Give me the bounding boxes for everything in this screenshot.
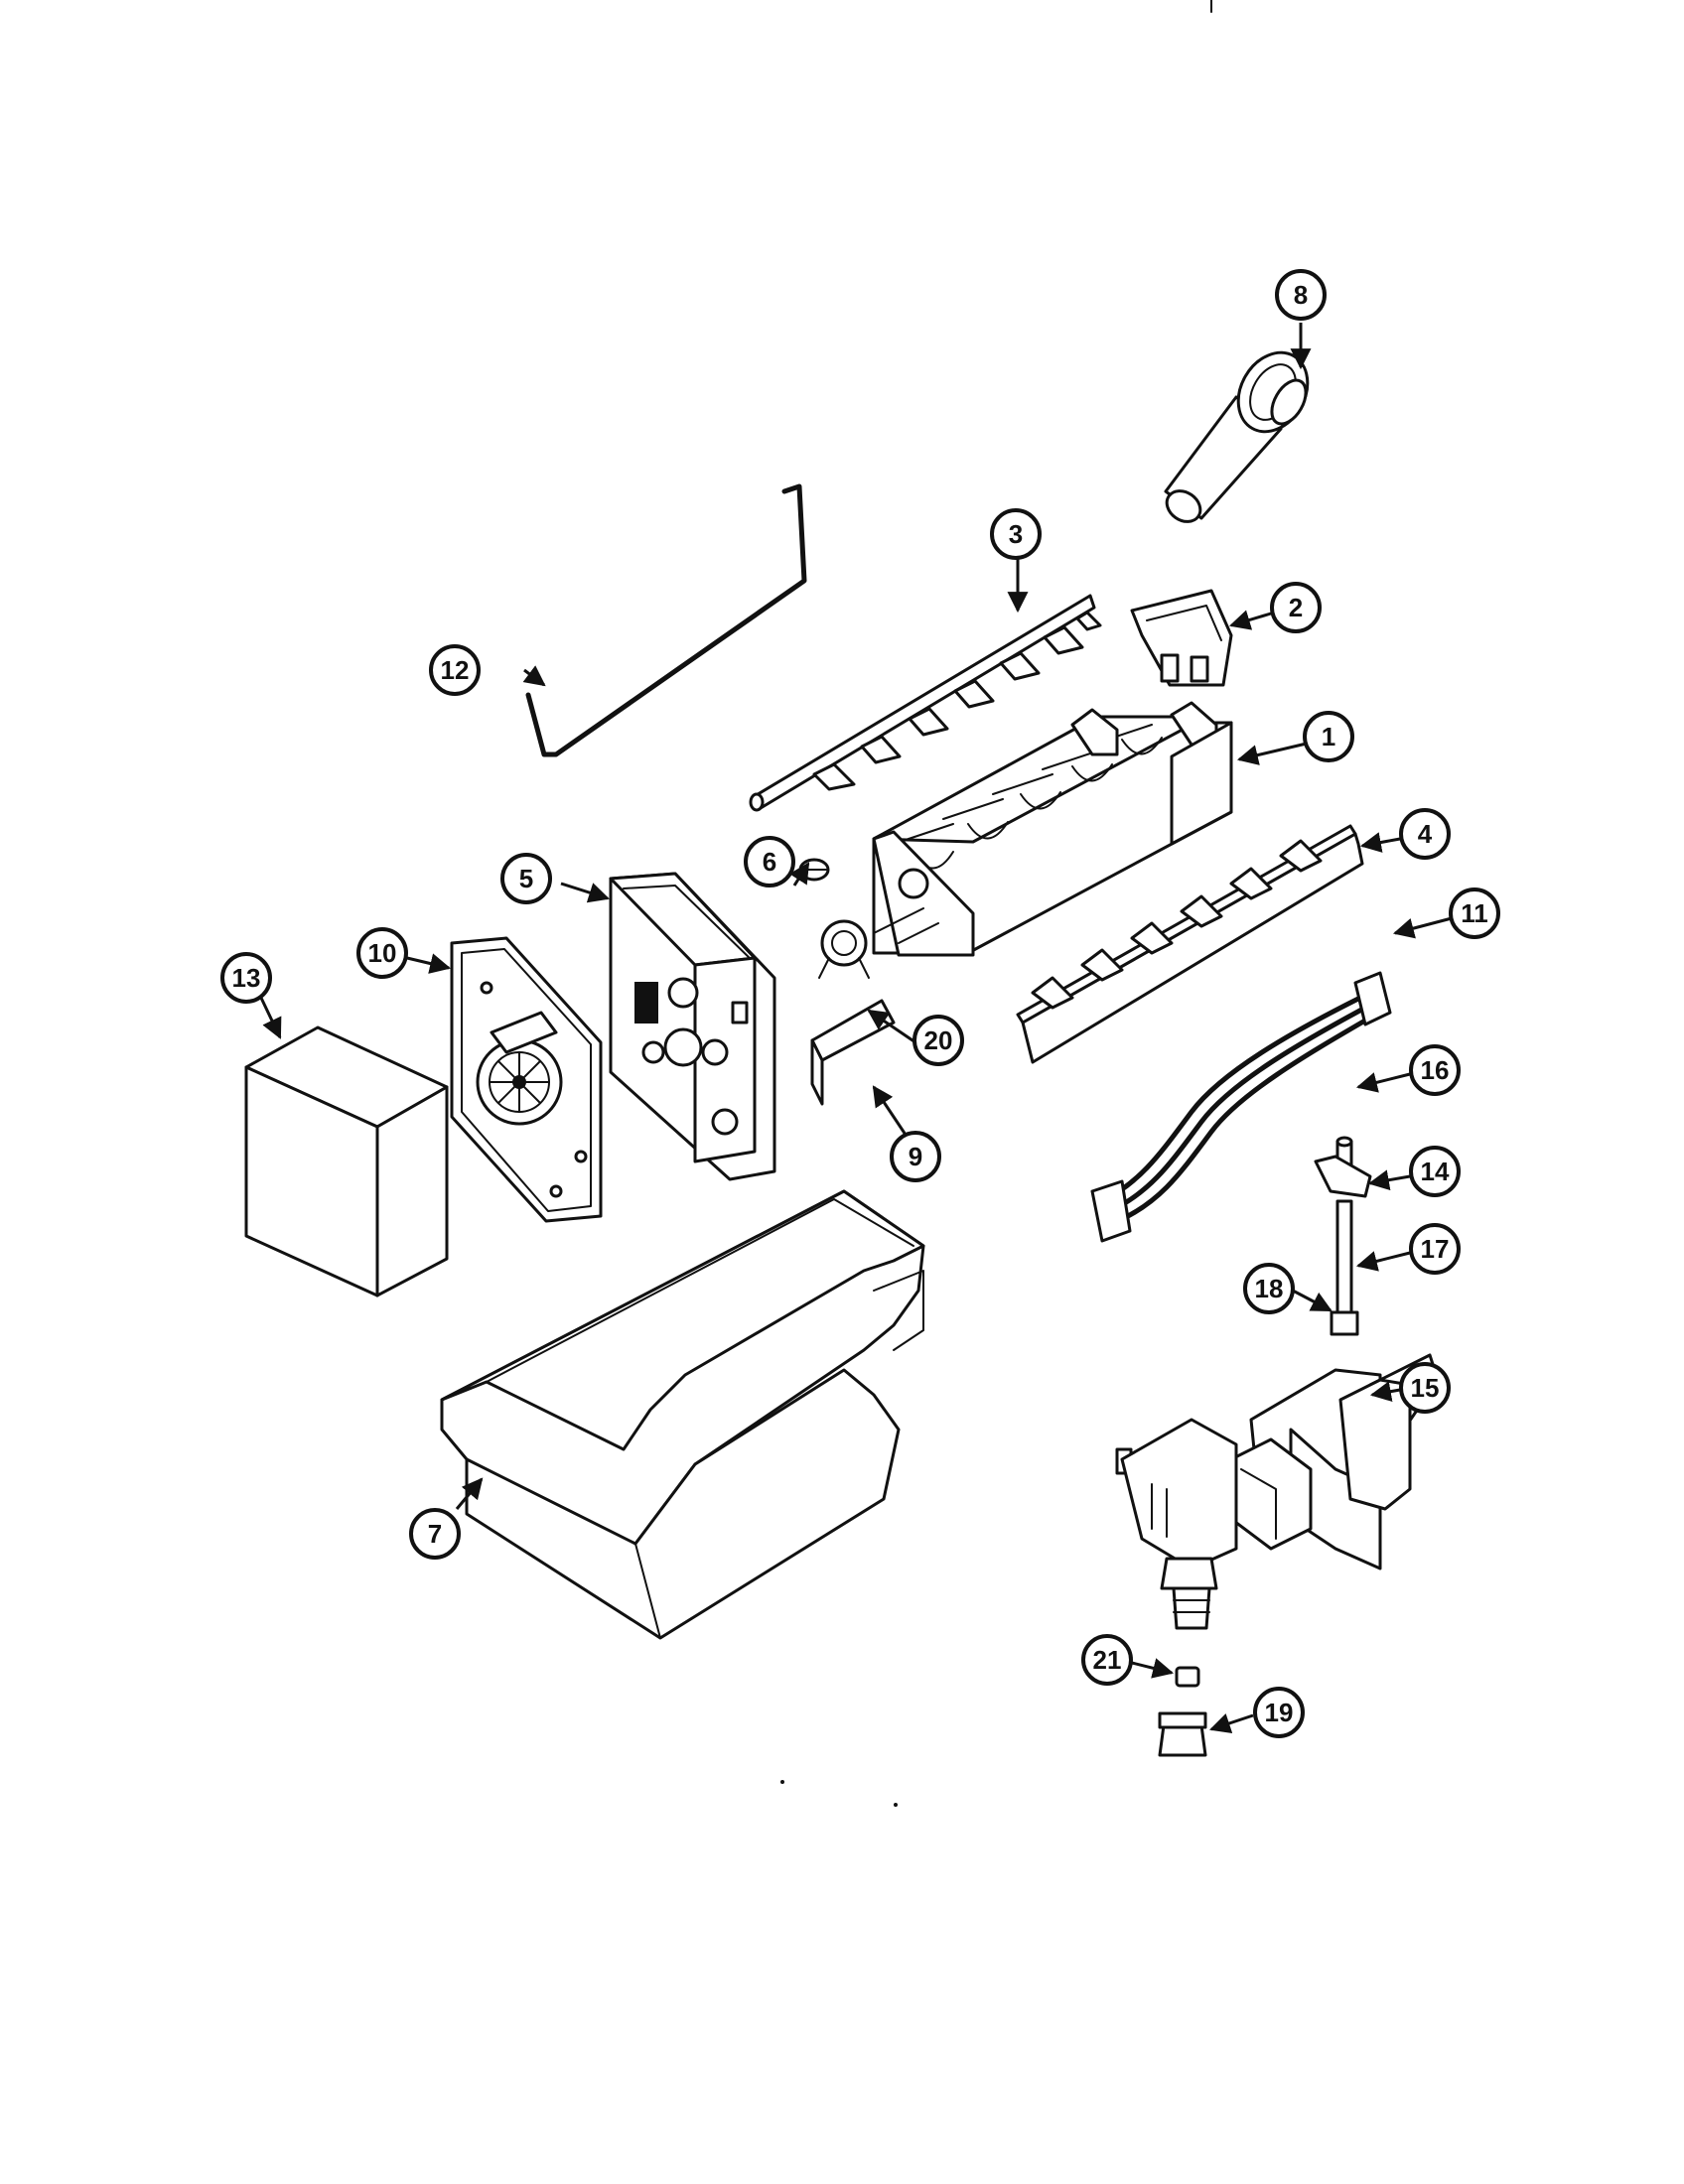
- thermostat-part: [818, 907, 939, 979]
- callout-13: 13: [220, 952, 272, 1004]
- callout-label: 12: [441, 655, 470, 685]
- callout-12: 12: [429, 644, 481, 696]
- callout-label: 15: [1411, 1373, 1440, 1403]
- callout-3: 3: [990, 508, 1042, 560]
- callout-8: 8: [1275, 269, 1327, 321]
- callout-19: 19: [1253, 1687, 1305, 1738]
- callout-label: 18: [1255, 1274, 1284, 1303]
- cover-part: [244, 1025, 449, 1297]
- stripper-part: [1016, 824, 1364, 1064]
- fill-tube-part: [1164, 350, 1310, 523]
- callout-17: 17: [1409, 1223, 1461, 1275]
- water-valve-part: [1115, 1353, 1440, 1630]
- callout-label: 14: [1421, 1157, 1450, 1186]
- fill-tube-assembly: [1314, 1136, 1372, 1336]
- callout-18: 18: [1243, 1263, 1295, 1314]
- callout-4: 4: [1399, 808, 1451, 860]
- callout-label: 16: [1421, 1055, 1450, 1085]
- callout-20: 20: [912, 1015, 964, 1066]
- callout-label: 13: [232, 963, 261, 993]
- fitting-parts: [1158, 1666, 1207, 1757]
- heater-bracket-part: [810, 999, 896, 1106]
- callout-label: 19: [1265, 1698, 1294, 1727]
- callout-label: 11: [1461, 898, 1488, 928]
- support-bracket-part: [1130, 589, 1233, 687]
- motor-plate-part: [450, 936, 603, 1223]
- callout-7: 7: [409, 1508, 461, 1560]
- callout-label: 9: [909, 1142, 922, 1171]
- callout-label: 17: [1421, 1234, 1450, 1264]
- callout-6: 6: [744, 836, 795, 887]
- callout-label: 3: [1009, 519, 1023, 549]
- callout-10: 10: [356, 927, 408, 979]
- ice-bin-part: [440, 1189, 925, 1640]
- callout-1: 1: [1303, 711, 1354, 762]
- callout-9: 9: [890, 1131, 941, 1182]
- scan-speck: [894, 1803, 898, 1807]
- leader-lines: [258, 323, 1453, 1733]
- callout-label: 1: [1322, 722, 1335, 751]
- scan-speck: [780, 1780, 784, 1784]
- callout-label: 8: [1294, 280, 1308, 310]
- shutoff-arm-part: [525, 483, 807, 757]
- ejector-shaft-part: [749, 594, 1102, 812]
- callout-label: 4: [1418, 819, 1433, 849]
- callout-21: 21: [1081, 1634, 1133, 1686]
- callout-label: 21: [1093, 1645, 1122, 1675]
- callout-5: 5: [500, 853, 552, 904]
- callout-label: 7: [428, 1519, 442, 1549]
- callout-label: 10: [368, 938, 397, 968]
- control-housing-part: [609, 872, 776, 1181]
- callout-15: 15: [1399, 1362, 1451, 1414]
- ice-mold-part: [872, 701, 1233, 957]
- callout-11: 11: [1449, 887, 1500, 939]
- callout-label: 6: [763, 847, 776, 877]
- wire-harness-part: [1090, 971, 1392, 1243]
- callout-16: 16: [1409, 1044, 1461, 1096]
- callout-14: 14: [1409, 1146, 1461, 1197]
- callout-label: 5: [519, 864, 533, 893]
- callout-label: 2: [1289, 593, 1303, 622]
- callout-label: 20: [924, 1025, 953, 1055]
- callout-2: 2: [1270, 582, 1322, 633]
